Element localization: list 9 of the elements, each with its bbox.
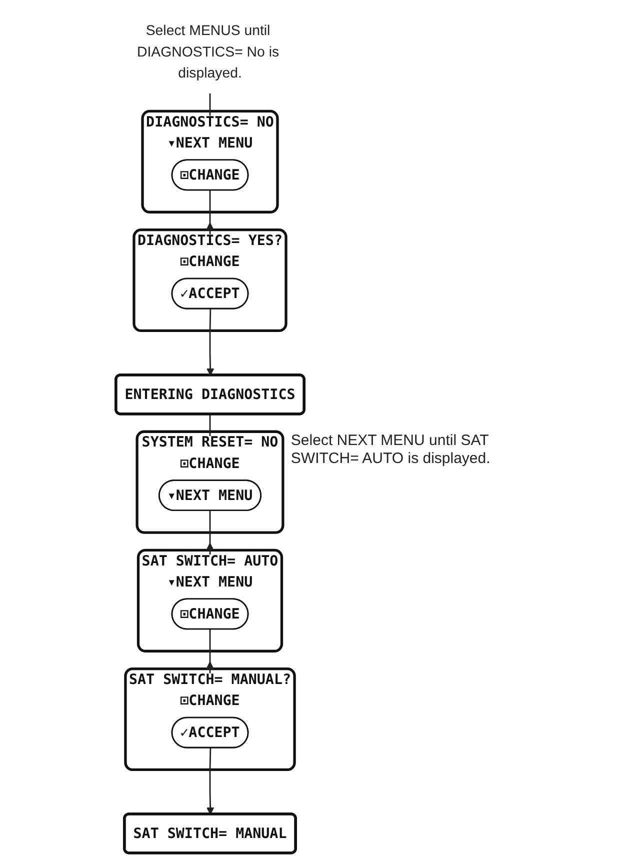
arrow <box>206 629 214 674</box>
arrow <box>206 748 214 815</box>
node-text: Select MENUS until DIAGNOSTICS= No is displayed. <box>137 24 280 82</box>
connector <box>209 94 211 116</box>
arrow <box>206 309 214 376</box>
arrow <box>206 510 214 556</box>
instruction-note: Select NEXT MENU until SAT SWITCH= AUTO is displayed. <box>290 432 491 468</box>
arrow <box>206 190 214 235</box>
connector <box>209 414 211 437</box>
